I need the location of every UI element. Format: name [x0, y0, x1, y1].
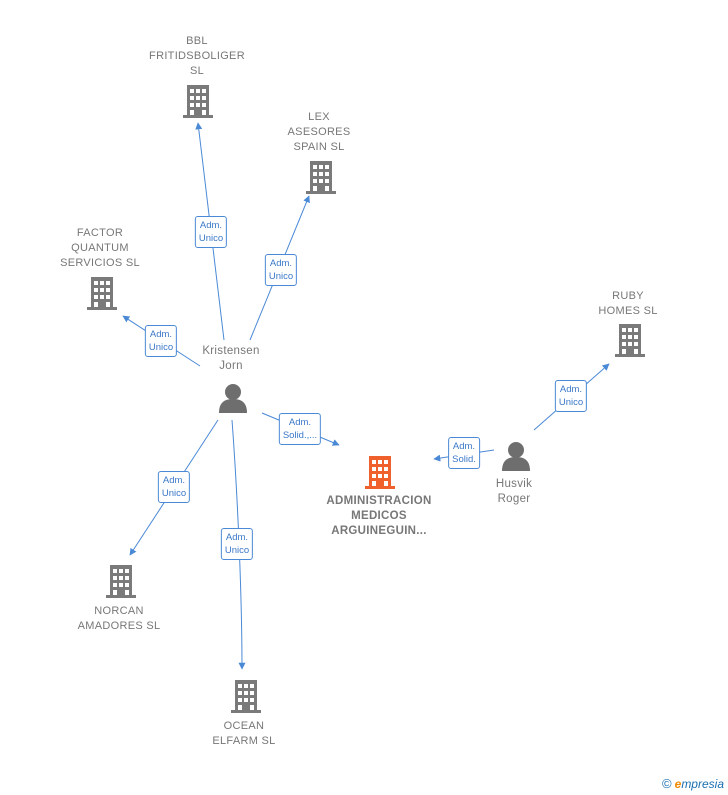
edge-label-kristensen-norcan: Adm. Unico	[157, 471, 191, 503]
brand-logo-initial: e	[674, 777, 682, 791]
node-label-husvik[interactable]: Husvik Roger	[495, 478, 533, 505]
building-icon-ruby[interactable]	[615, 324, 645, 357]
node-label-ruby[interactable]: RUBY HOMES SL	[598, 290, 658, 317]
copyright-footer: ©empresia	[662, 776, 724, 791]
node-label-kristensen[interactable]: Kristensen Jorn	[202, 345, 260, 372]
person-icon-husvik[interactable]	[502, 442, 530, 471]
edge-label-kristensen-factor: Adm. Unico	[144, 325, 178, 357]
edge-label-kristensen-bbl: Adm. Unico	[194, 216, 228, 248]
building-icon-factor[interactable]	[87, 277, 117, 310]
node-label-admin[interactable]: ADMINISTRACION MEDICOS ARGUINEGUIN...	[326, 495, 432, 537]
building-icon-ocean[interactable]	[231, 680, 261, 713]
node-label-factor[interactable]: FACTOR QUANTUM SERVICIOS SL	[60, 227, 140, 269]
edge-label-husvik-admin: Adm. Solid.	[448, 437, 480, 469]
edge-label-husvik-ruby: Adm. Unico	[554, 380, 588, 412]
building-icon-admin[interactable]	[365, 456, 395, 489]
copyright-icon: ©	[662, 776, 672, 791]
edge-label-kristensen-lex: Adm. Unico	[264, 254, 298, 286]
node-label-lex[interactable]: LEX ASESORES SPAIN SL	[287, 111, 351, 153]
building-icon-norcan[interactable]	[106, 565, 136, 598]
building-icon-bbl[interactable]	[183, 85, 213, 118]
edge-label-kristensen-admin: Adm. Solid.,...	[278, 413, 322, 445]
person-icon-kristensen[interactable]	[219, 384, 247, 413]
node-label-norcan[interactable]: NORCAN AMADORES SL	[77, 605, 161, 632]
node-label-ocean[interactable]: OCEAN ELFARM SL	[212, 720, 276, 747]
brand-logo-text: mpresia	[681, 777, 724, 791]
edge-label-kristensen-ocean: Adm. Unico	[220, 528, 254, 560]
building-icon-lex[interactable]	[306, 161, 336, 194]
node-label-bbl[interactable]: BBL FRITIDSBOLIGER SL	[149, 35, 245, 77]
